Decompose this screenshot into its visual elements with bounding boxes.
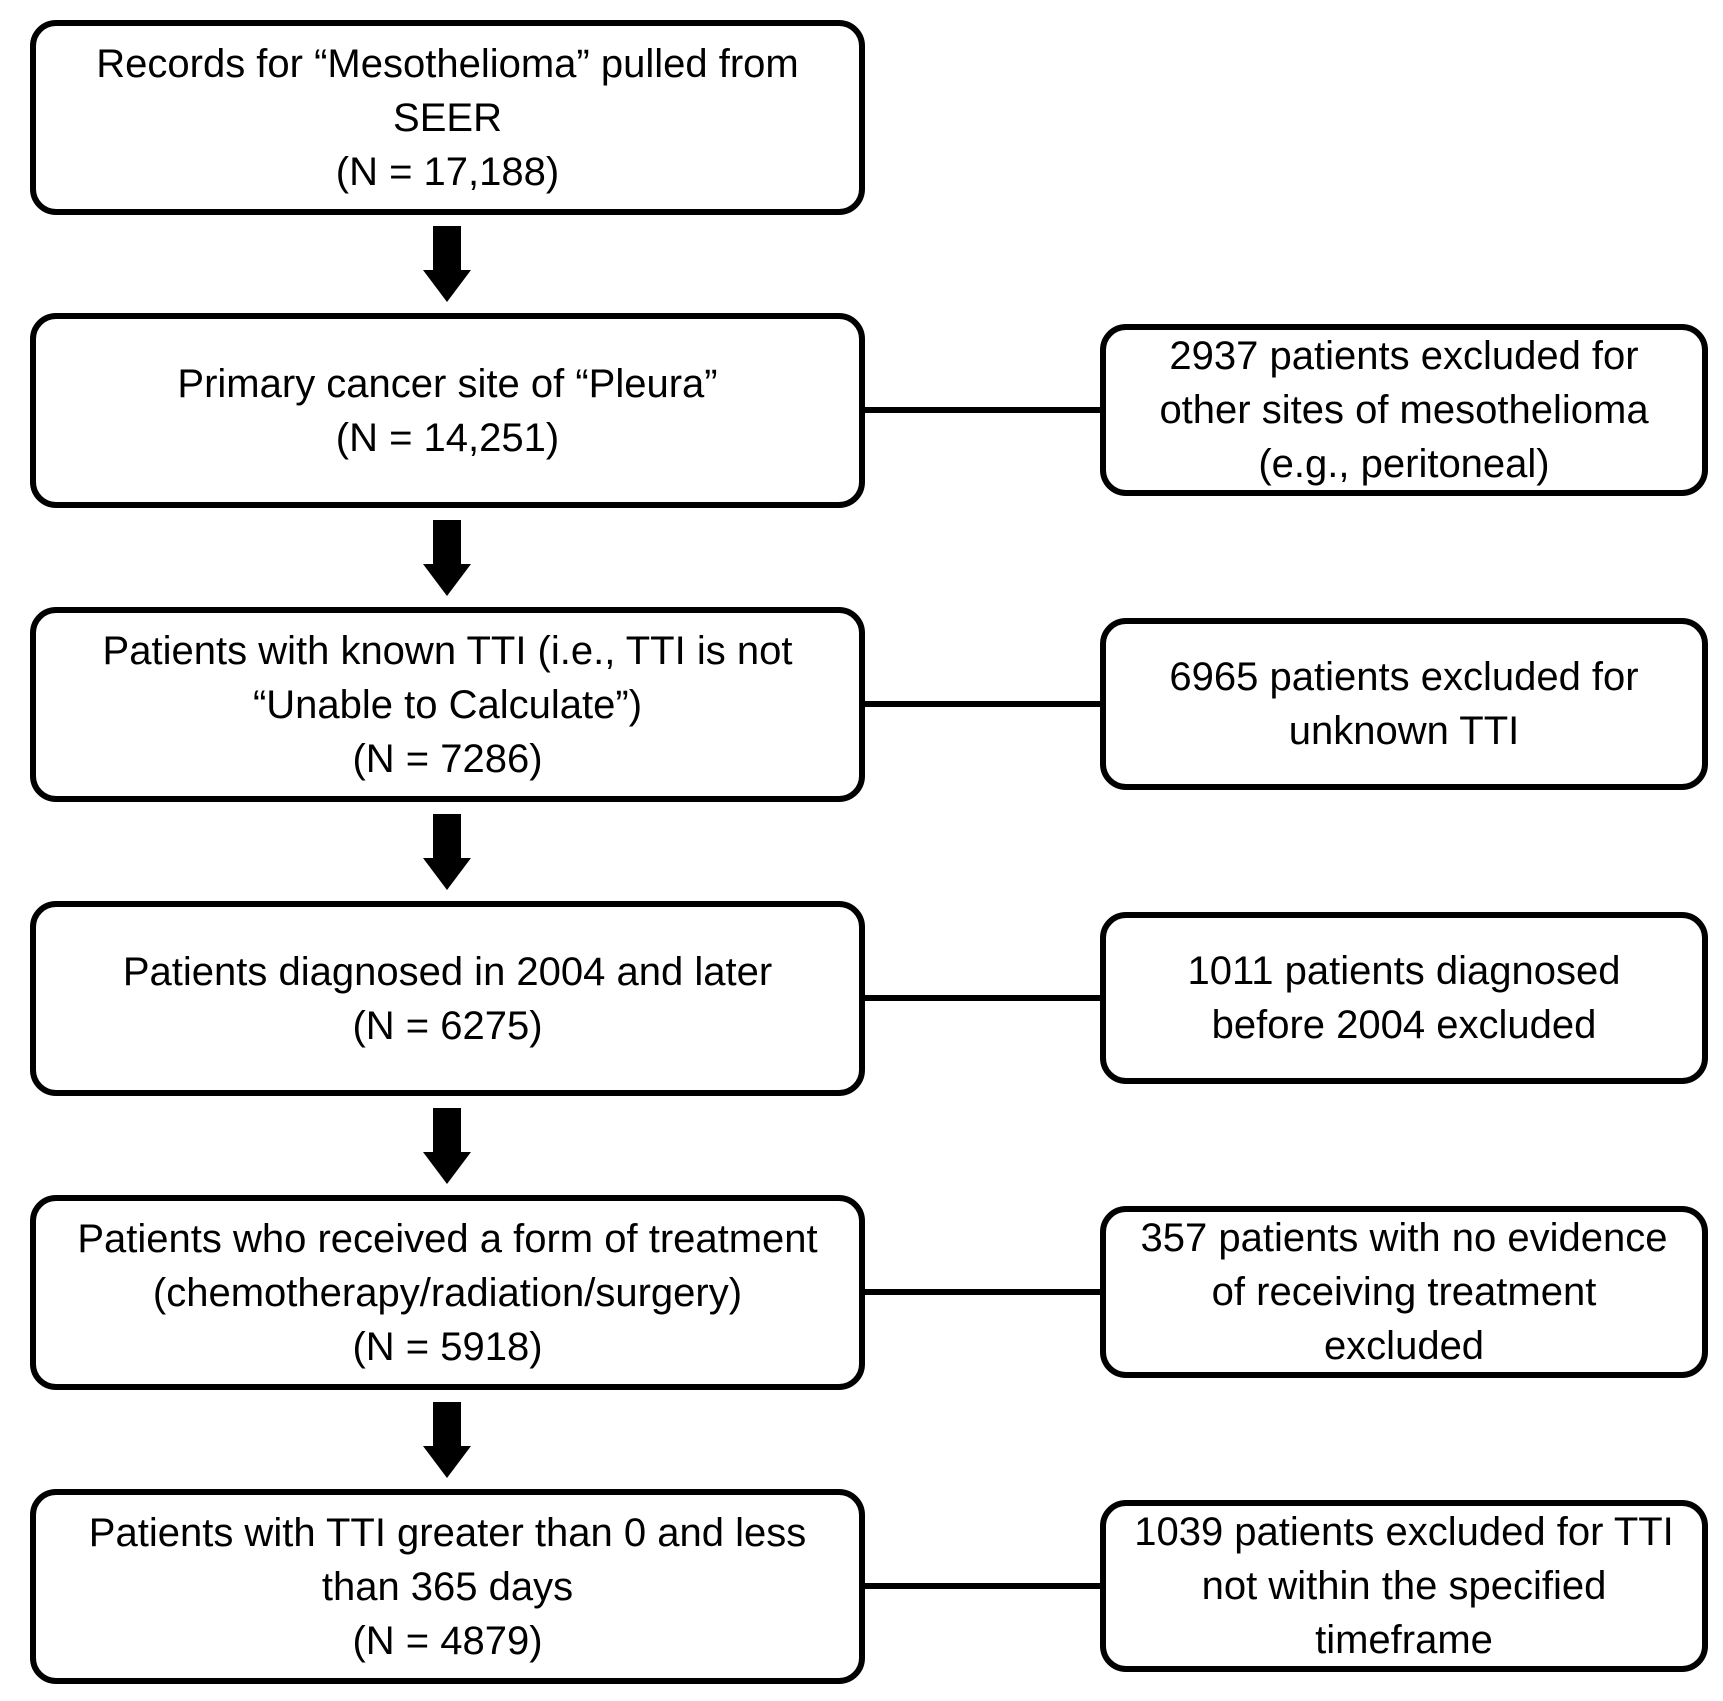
flow-step-n: (N = 5918) xyxy=(352,1324,543,1369)
exclusion-text: (e.g., peritoneal) xyxy=(1258,442,1550,486)
connector-line xyxy=(865,407,1100,413)
exclusion-text: timeframe xyxy=(1315,1618,1493,1662)
exclusion-text: 357 patients with no evidence xyxy=(1140,1216,1668,1260)
connector-line xyxy=(865,701,1100,707)
down-arrow-icon xyxy=(423,226,471,302)
flow-step-n: (N = 17,188) xyxy=(335,149,560,194)
flow-step-seer-records: Records for “Mesothelioma” pulled from S… xyxy=(30,20,865,215)
flow-step-text: Records for “Mesothelioma” pulled from xyxy=(96,41,799,86)
connector-line xyxy=(865,995,1100,1001)
exclusion-text: 1011 patients diagnosed xyxy=(1187,949,1621,993)
exclusion-text: of receiving treatment xyxy=(1211,1270,1597,1314)
exclusion-text: unknown TTI xyxy=(1288,709,1520,753)
flow-step-text: “Unable to Calculate”) xyxy=(252,682,643,727)
down-arrow-icon xyxy=(423,814,471,890)
flow-step-n: (N = 6275) xyxy=(352,1003,543,1048)
flow-step-text: Patients diagnosed in 2004 and later xyxy=(122,949,773,994)
exclusion-text: 2937 patients excluded for xyxy=(1169,334,1639,378)
connector-line xyxy=(865,1583,1100,1589)
exclusion-box-before-2004: 1011 patients diagnosed before 2004 excl… xyxy=(1100,912,1708,1084)
exclusion-text: 6965 patients excluded for xyxy=(1169,655,1639,699)
flow-step-text: Patients with known TTI (i.e., TTI is no… xyxy=(102,628,793,673)
flow-step-text: Patients who received a form of treatmen… xyxy=(77,1216,818,1261)
flow-step-received-treatment: Patients who received a form of treatmen… xyxy=(30,1195,865,1390)
flow-step-text: Patients with TTI greater than 0 and les… xyxy=(88,1510,807,1555)
flow-step-n: (N = 14,251) xyxy=(335,415,560,460)
connector-line xyxy=(865,1289,1100,1295)
flow-step-diagnosed-2004-later: Patients diagnosed in 2004 and later (N … xyxy=(30,901,865,1096)
exclusion-text: excluded xyxy=(1323,1324,1485,1368)
flow-step-text: (chemotherapy/radiation/surgery) xyxy=(152,1270,743,1315)
flow-step-text: SEER xyxy=(393,95,502,140)
exclusion-text: before 2004 excluded xyxy=(1211,1003,1597,1047)
flow-step-pleura-site: Primary cancer site of “Pleura” (N = 14,… xyxy=(30,313,865,508)
down-arrow-icon xyxy=(423,520,471,596)
exclusion-box-unknown-tti: 6965 patients excluded for unknown TTI xyxy=(1100,618,1708,790)
exclusion-text: not within the specified xyxy=(1201,1564,1607,1608)
flow-step-tti-in-range: Patients with TTI greater than 0 and les… xyxy=(30,1489,865,1684)
exclusion-box-tti-timeframe: 1039 patients excluded for TTI not withi… xyxy=(1100,1500,1708,1672)
exclusion-text: other sites of mesothelioma xyxy=(1159,388,1649,432)
flow-step-n: (N = 4879) xyxy=(352,1618,543,1663)
down-arrow-icon xyxy=(423,1108,471,1184)
down-arrow-icon xyxy=(423,1402,471,1478)
flow-step-text: Primary cancer site of “Pleura” xyxy=(177,361,718,406)
flow-step-text: than 365 days xyxy=(321,1564,574,1609)
flow-step-known-tti: Patients with known TTI (i.e., TTI is no… xyxy=(30,607,865,802)
flow-step-n: (N = 7286) xyxy=(352,736,543,781)
exclusion-box-other-sites: 2937 patients excluded for other sites o… xyxy=(1100,324,1708,496)
exclusion-text: 1039 patients excluded for TTI xyxy=(1134,1510,1674,1554)
exclusion-box-no-treatment: 357 patients with no evidence of receivi… xyxy=(1100,1206,1708,1378)
